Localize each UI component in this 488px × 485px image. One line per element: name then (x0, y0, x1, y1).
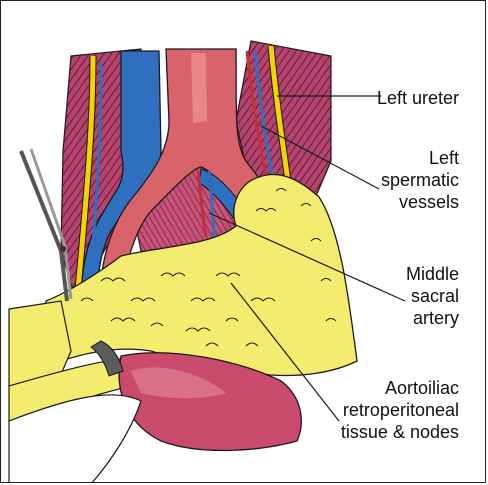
leader-lines (208, 95, 406, 422)
bottom-white-tissue (8, 394, 142, 482)
rectum-shading (131, 367, 226, 399)
middle-sacral-artery (196, 170, 208, 238)
middle-sacral-vein (207, 170, 216, 240)
label-left-spermatic-vessels: Left spermatic vessels (381, 147, 459, 213)
label-sacral-line1: Middle (405, 264, 459, 284)
label-spermatic-line1: Left (428, 148, 459, 168)
label-middle-sacral-artery: Middle sacral artery (406, 263, 459, 329)
leader-spermatic (260, 125, 380, 190)
scissors-icon (19, 148, 73, 302)
leader-aortoiliac (230, 282, 340, 422)
bowel-edge (90, 340, 124, 377)
label-aortoiliac-line1: Aortoiliac (384, 378, 459, 398)
label-aortoiliac-line3: tissue & nodes (340, 422, 459, 442)
fat-lobule-texture (80, 188, 337, 347)
label-spermatic-line2: spermatic (380, 170, 459, 190)
label-aortoiliac-tissue: Aortoiliac retroperitoneal tissue & node… (341, 377, 459, 443)
right-spermatic-vessels (85, 60, 103, 302)
aorta (100, 48, 267, 282)
label-spermatic-line3: vessels (398, 192, 459, 212)
label-sacral-line2: sacral (410, 286, 459, 306)
left-side-fat (8, 300, 72, 387)
aorta-highlight (191, 53, 207, 123)
label-left-ureter-line1: Left ureter (376, 88, 459, 108)
label-left-ureter: Left ureter (377, 87, 459, 109)
leader-middle-sacral (208, 212, 406, 302)
label-aortoiliac-line2: retroperitoneal (342, 400, 459, 420)
label-sacral-line3: artery (412, 308, 459, 328)
